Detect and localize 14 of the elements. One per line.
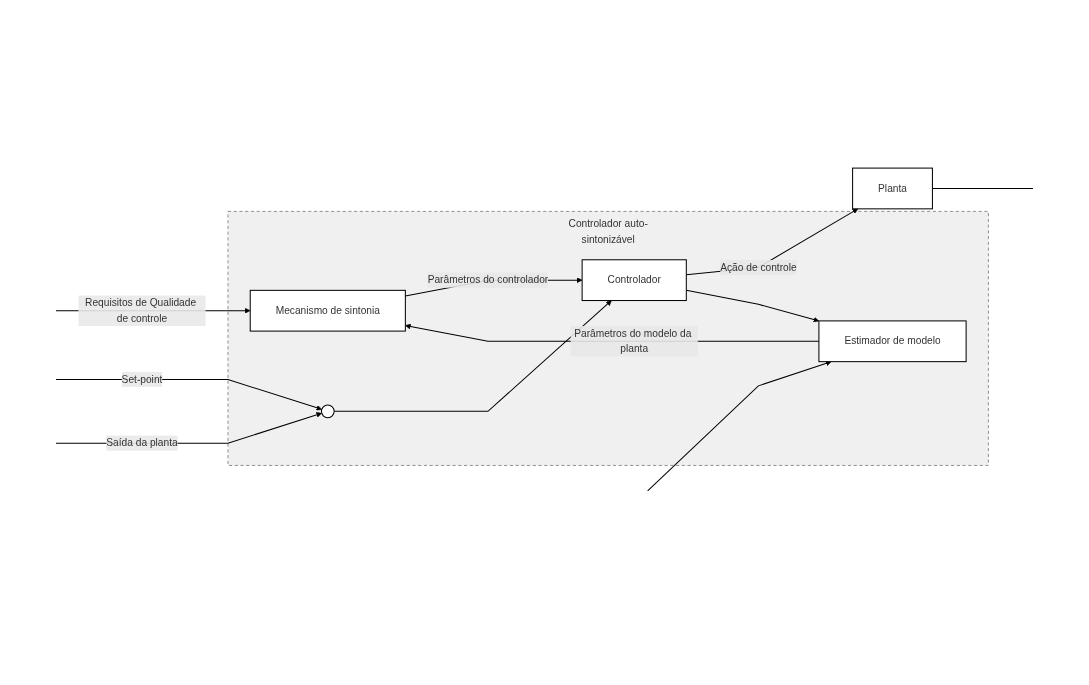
edge-label: Ação de controle: [720, 261, 797, 273]
node-circle: [320, 404, 335, 419]
node-box: [818, 320, 967, 363]
node-box: [581, 259, 687, 302]
arrow: [333, 300, 612, 413]
edge-label: Set-point: [121, 374, 163, 385]
edge-label: Saída da planta: [106, 437, 178, 449]
node-box: [852, 167, 933, 210]
edge-label: Parâmetros do modelo da planta: [574, 328, 692, 355]
cluster: [227, 211, 989, 466]
edge-label: Parâmetros do controlador: [427, 274, 549, 286]
edge-label: Requisitos de Qualidade de controle: [85, 297, 197, 324]
node-box: [249, 290, 406, 332]
arrow: [647, 360, 832, 492]
